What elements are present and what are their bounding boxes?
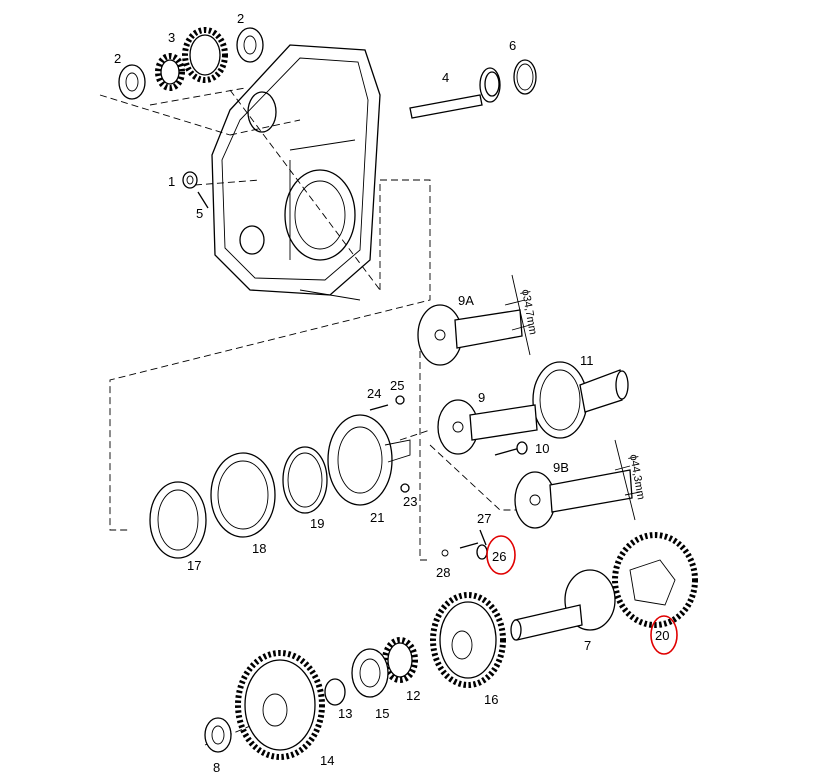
nut-1	[182, 171, 198, 189]
seal-ring-6	[513, 59, 537, 95]
sleeve-12	[382, 637, 418, 683]
dimension-9b	[614, 439, 641, 521]
label-9: 9	[478, 390, 485, 405]
label-1: 1	[168, 174, 175, 189]
gear-16	[430, 592, 506, 688]
label-2: 2	[237, 11, 244, 26]
label-7: 7	[584, 638, 591, 653]
label-12: 12	[406, 688, 420, 703]
carrier-21	[327, 414, 411, 506]
label-2: 2	[114, 51, 121, 66]
bolt-23	[400, 483, 410, 493]
dimension-9a	[504, 274, 531, 356]
highlight-circle-20	[650, 615, 678, 655]
label-16: 16	[484, 692, 498, 707]
shaft-4	[409, 67, 501, 119]
label-8: 8	[213, 760, 220, 775]
gearbox-housing	[211, 44, 381, 301]
highlight-circle-26	[486, 535, 516, 575]
part-27-26-28	[441, 529, 488, 560]
pin-24	[369, 404, 389, 411]
label-25: 25	[390, 378, 404, 393]
label-27: 27	[477, 511, 491, 526]
ring-19	[282, 446, 328, 514]
label-28: 28	[436, 565, 450, 580]
hub-15	[351, 648, 389, 698]
label-3: 3	[168, 30, 175, 45]
label-15: 15	[375, 706, 389, 721]
label-20: 20	[655, 628, 669, 643]
label-4: 4	[442, 70, 449, 85]
label-14: 14	[320, 753, 334, 768]
gear-14	[235, 650, 325, 760]
label-24: 24	[367, 386, 381, 401]
label-10: 10	[535, 441, 549, 456]
label-18: 18	[252, 541, 266, 556]
shaft-7	[510, 569, 616, 641]
shaft-9b	[514, 469, 633, 529]
ring-18	[210, 452, 276, 538]
label-5: 5	[196, 206, 203, 221]
bushing-13	[324, 678, 346, 706]
bearing-2-right	[236, 27, 264, 63]
gear-20	[612, 532, 698, 628]
ring-17	[149, 481, 207, 559]
gear-3	[155, 27, 228, 91]
shaft-9a	[417, 304, 523, 366]
nut-25	[395, 395, 405, 405]
label-11: 11	[580, 353, 594, 368]
label-21: 21	[370, 510, 384, 525]
label-9b: 9B	[553, 460, 569, 475]
label-19: 19	[310, 516, 324, 531]
label-13: 13	[338, 706, 352, 721]
label-9a: 9A	[458, 293, 474, 308]
bolt-10	[494, 441, 528, 456]
pin-5	[197, 191, 209, 209]
bearing-8	[204, 717, 232, 753]
shaft-9	[437, 399, 538, 455]
label-6: 6	[509, 38, 516, 53]
label-23: 23	[403, 494, 417, 509]
hub-11	[532, 361, 629, 439]
label-17: 17	[187, 558, 201, 573]
bearing-2-left	[118, 64, 146, 100]
label-26: 26	[492, 549, 506, 564]
part-labels: 2 3 2 6 4 1 5 9A ϕ34,7mm 11 24 25 9 10 9…	[114, 11, 669, 775]
